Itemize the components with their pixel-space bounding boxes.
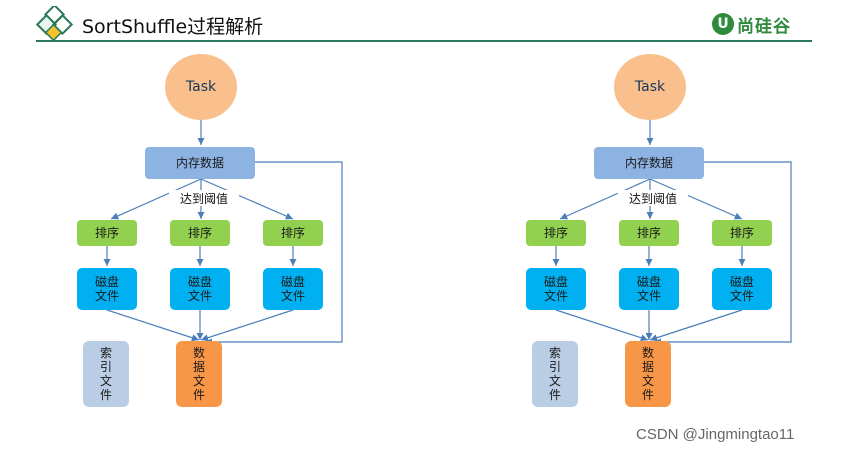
task-node: Task bbox=[165, 54, 237, 120]
brand-mark-icon: U bbox=[712, 13, 734, 35]
threshold-label: 达到阈值 bbox=[169, 190, 239, 206]
sortshuffle-diagram-left: Task 内存数据 达到阈值 排序 排序 排序 磁盘文件 磁盘文件 磁盘文件 索… bbox=[65, 0, 365, 458]
disk-file-node: 磁盘文件 bbox=[526, 268, 586, 310]
task-node: Task bbox=[614, 54, 686, 120]
sortshuffle-diagram-right: Task 内存数据 达到阈值 排序 排序 排序 磁盘文件 磁盘文件 磁盘文件 索… bbox=[514, 0, 814, 458]
disk-file-node: 磁盘文件 bbox=[263, 268, 323, 310]
threshold-label: 达到阈值 bbox=[618, 190, 688, 206]
slide-title: SortShuffle过程解析 bbox=[82, 16, 264, 38]
sort-node: 排序 bbox=[526, 220, 586, 246]
data-file-node: 数据文件 bbox=[625, 341, 671, 407]
sort-node: 排序 bbox=[712, 220, 772, 246]
brand-logo: U 尚硅谷 bbox=[712, 10, 791, 38]
disk-file-node: 磁盘文件 bbox=[77, 268, 137, 310]
diamond-logo-icon bbox=[36, 6, 74, 42]
sort-node: 排序 bbox=[263, 220, 323, 246]
index-file-node: 索引文件 bbox=[532, 341, 578, 407]
sort-node: 排序 bbox=[77, 220, 137, 246]
sort-node: 排序 bbox=[619, 220, 679, 246]
disk-file-node: 磁盘文件 bbox=[619, 268, 679, 310]
header-divider bbox=[36, 40, 812, 42]
brand-name: 尚硅谷 bbox=[737, 16, 791, 37]
csdn-watermark: CSDN @Jingmingtao11 bbox=[636, 426, 795, 443]
memory-data-node: 内存数据 bbox=[594, 147, 704, 179]
flow-arrows bbox=[103, 120, 343, 346]
disk-file-node: 磁盘文件 bbox=[170, 268, 230, 310]
index-file-node: 索引文件 bbox=[83, 341, 129, 407]
sort-node: 排序 bbox=[170, 220, 230, 246]
disk-file-node: 磁盘文件 bbox=[712, 268, 772, 310]
flow-arrows bbox=[552, 120, 792, 346]
data-file-node: 数据文件 bbox=[176, 341, 222, 407]
slide-header: SortShuffle过程解析 U 尚硅谷 bbox=[0, 0, 842, 46]
memory-data-node: 内存数据 bbox=[145, 147, 255, 179]
